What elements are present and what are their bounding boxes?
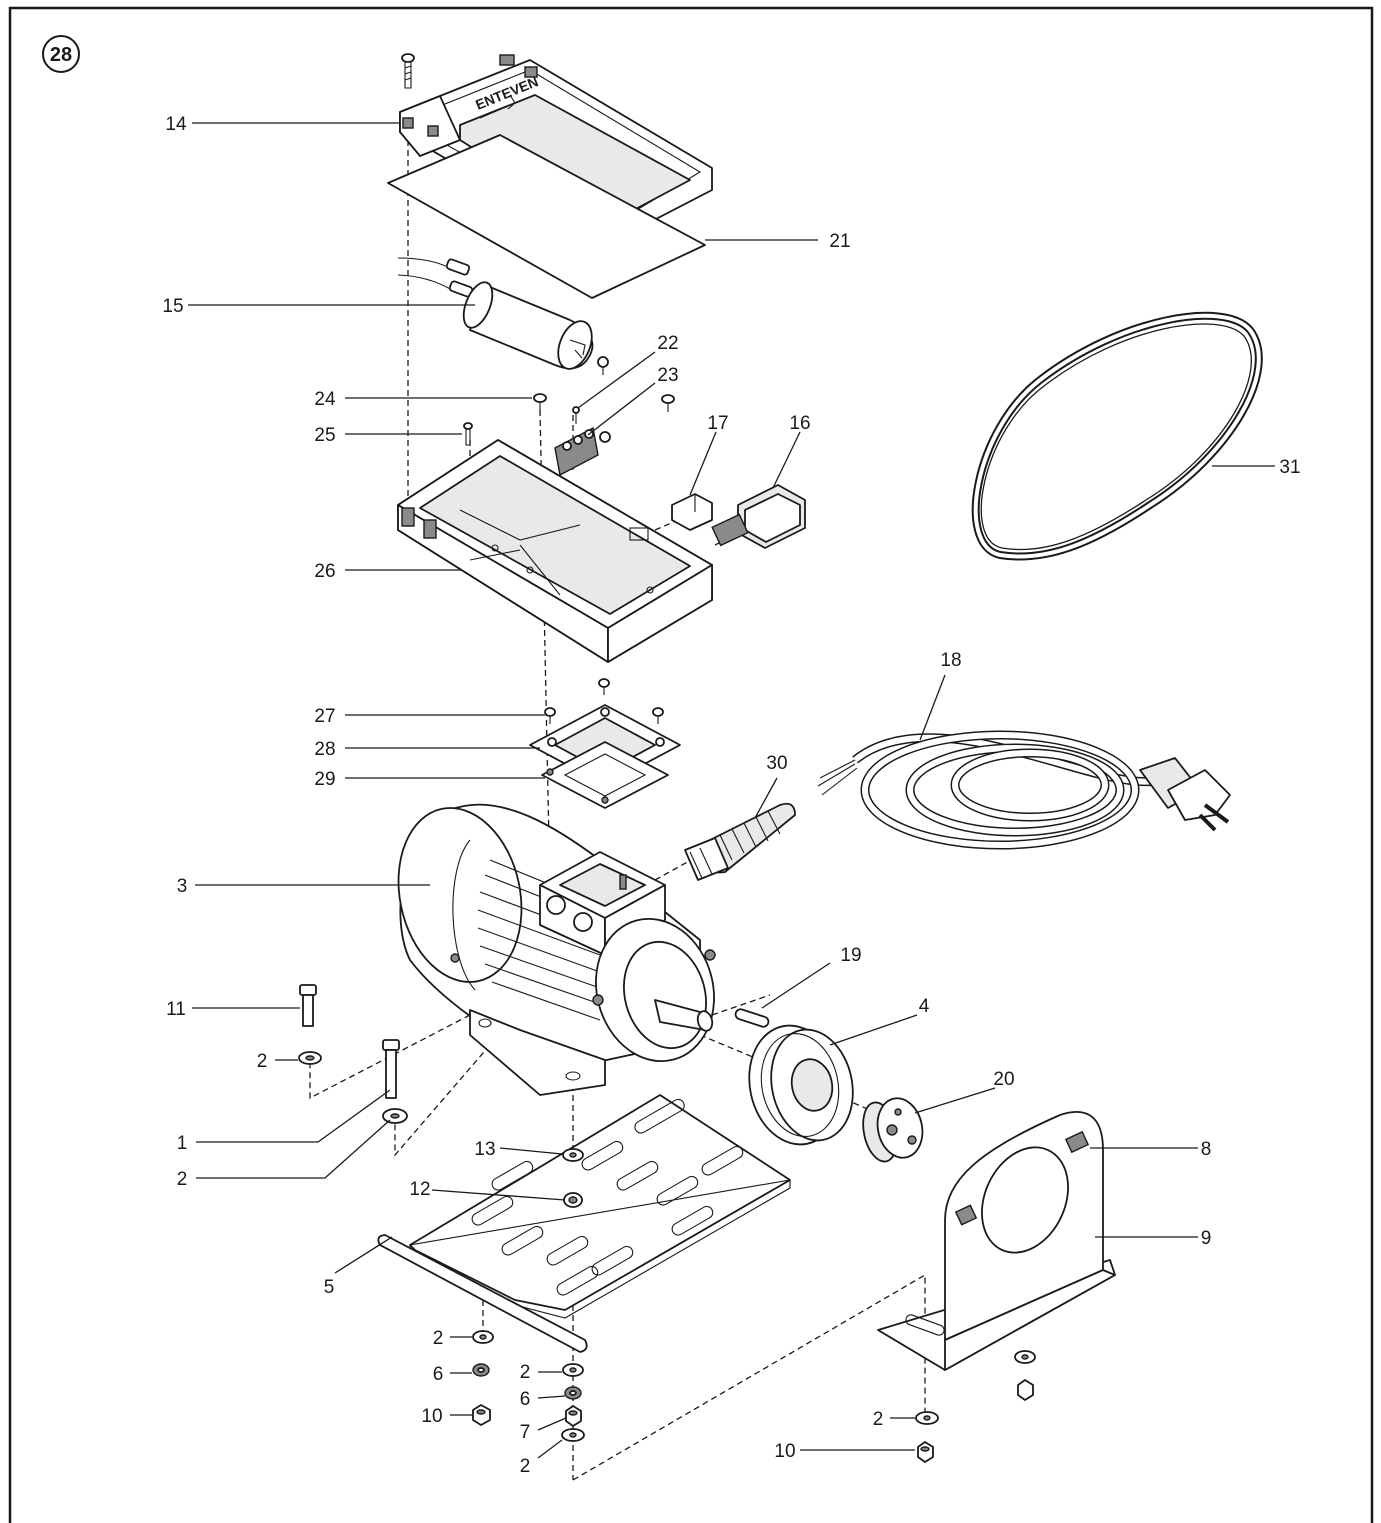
- callout-5: 5: [324, 1277, 335, 1298]
- callout-20: 20: [993, 1069, 1014, 1090]
- diagram-frame: [8, 6, 1374, 1523]
- part-22-screw: [572, 406, 580, 424]
- part-7-nut: [565, 1405, 582, 1427]
- part-2-washer-bottom-a: [472, 1330, 494, 1344]
- callout-10-b: 10: [774, 1441, 795, 1462]
- callout-2-d: 2: [520, 1362, 531, 1383]
- part-14-cover-screw: [401, 53, 415, 89]
- part-15-capacitor: [397, 257, 609, 375]
- part-16-switch: [711, 484, 806, 549]
- callout-24: 24: [314, 389, 336, 410]
- callout-14: 14: [165, 114, 187, 135]
- part-19-shaft-key: [734, 1008, 770, 1028]
- callout-10-a: 10: [421, 1406, 442, 1427]
- callout-11: 11: [166, 999, 186, 1020]
- callout-6-b: 6: [520, 1389, 531, 1410]
- callout-15: 15: [162, 296, 183, 317]
- callout-8: 8: [1201, 1139, 1212, 1160]
- callout-9: 9: [1201, 1228, 1212, 1249]
- part-2-washer-bottom-b: [562, 1363, 584, 1377]
- callout-2-e: 2: [520, 1456, 531, 1477]
- figure-number-badge: 28: [42, 35, 80, 73]
- part-30-cable-gland: [684, 802, 796, 881]
- part-12-spacer: [563, 1192, 583, 1208]
- part-5-base-plate: [377, 1094, 791, 1353]
- callout-16: 16: [789, 413, 810, 434]
- figure-number: 28: [50, 44, 72, 66]
- callout-21: 21: [829, 231, 850, 252]
- part-6-lock-washer-a: [472, 1363, 490, 1377]
- part-6-lock-washer-b: [564, 1386, 582, 1400]
- part-21-gasket: [387, 134, 706, 299]
- callout-25: 25: [314, 425, 335, 446]
- part-31-drive-belt: [971, 311, 1263, 561]
- part-2-washer-bracket: [915, 1411, 939, 1425]
- callout-2-b: 2: [177, 1169, 188, 1190]
- callout-22: 22: [657, 333, 678, 354]
- bracket-washer-and-nut: [1014, 1350, 1036, 1401]
- callout-3: 3: [177, 876, 188, 897]
- callout-2-c: 2: [433, 1328, 444, 1349]
- callout-19: 19: [840, 945, 861, 966]
- part-11-bolt: [299, 984, 317, 1027]
- part-4-pulley: [748, 1024, 854, 1146]
- part-23-terminal-block: [554, 426, 611, 477]
- callout-17: 17: [707, 413, 728, 434]
- part-14-box-cover: ENTEVEN: [399, 54, 713, 249]
- callout-1: 1: [177, 1133, 188, 1154]
- part-1-long-bolt: [382, 1039, 400, 1099]
- callout-13: 13: [474, 1139, 495, 1160]
- base-plate-slots: [471, 1098, 744, 1296]
- part-2-washer-left-lower: [382, 1108, 408, 1124]
- callout-31: 31: [1279, 457, 1300, 478]
- callout-7: 7: [520, 1422, 531, 1443]
- loose-screw: [661, 394, 675, 412]
- callout-4: 4: [919, 996, 930, 1017]
- part-10-nut-bracket: [917, 1441, 934, 1463]
- callout-26: 26: [314, 561, 335, 582]
- callout-18: 18: [940, 650, 961, 671]
- part-2-washer-left-upper: [298, 1051, 322, 1065]
- callout-23: 23: [657, 365, 678, 386]
- part-18-power-cord: [817, 730, 1231, 850]
- part-3-electric-motor: [397, 803, 716, 1096]
- callout-12: 12: [409, 1179, 430, 1200]
- callout-2-a: 2: [257, 1051, 268, 1072]
- part-13-washer: [562, 1148, 584, 1162]
- part-26-box-base: [397, 439, 713, 663]
- part-2-washer-bottom-c: [561, 1428, 585, 1442]
- leader-lines: [188, 122, 1275, 1459]
- part-29-gasket-plate: [541, 741, 669, 809]
- callout-6-a: 6: [433, 1364, 444, 1385]
- part-24-screw: [533, 393, 547, 412]
- callout-28: 28: [314, 739, 335, 760]
- callout-30: 30: [766, 753, 787, 774]
- part-20-taper-bush: [862, 1097, 924, 1163]
- part-9-motor-bracket: [877, 1111, 1116, 1371]
- part-25-screw: [463, 422, 473, 446]
- callout-2-f: 2: [873, 1409, 884, 1430]
- part-10-nut-a: [472, 1404, 491, 1426]
- callout-numbers: 14 21 15 22 23 24 25 17 16 31 26 18 27 2…: [162, 114, 1300, 1477]
- callout-27: 27: [314, 706, 335, 727]
- part-17-switch-relay: [671, 493, 713, 531]
- callout-29: 29: [314, 769, 335, 790]
